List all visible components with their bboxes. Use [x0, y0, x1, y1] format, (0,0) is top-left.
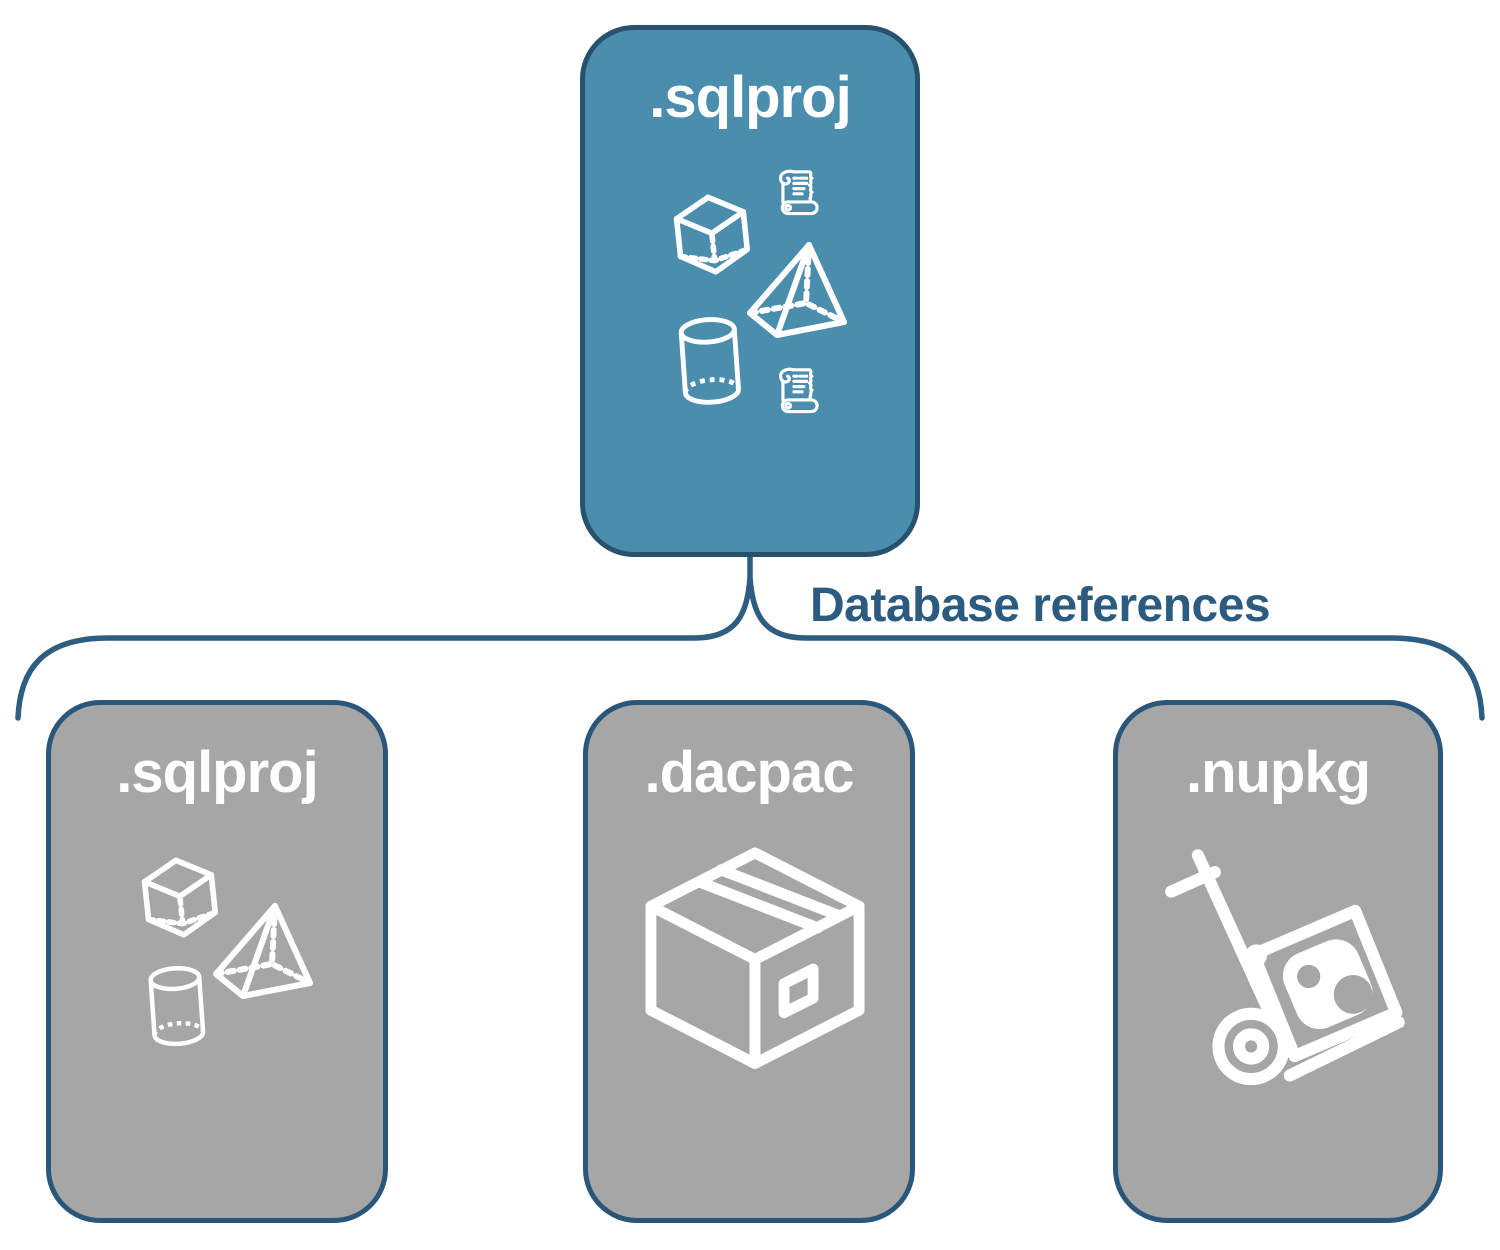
connector-label: Database references: [810, 579, 1271, 632]
cylinder-icon: [148, 966, 206, 1047]
child-box-nupkg: .nupkg: [1113, 700, 1443, 1223]
scroll-icon: [779, 367, 819, 414]
nuget-logo: [1245, 939, 1373, 1029]
cylinder-icon: [678, 317, 741, 405]
hand-truck-icon: [1165, 849, 1405, 1086]
scroll-icon: [779, 169, 819, 216]
child-box-title: .nupkg: [1185, 740, 1371, 805]
pyramid-icon: [747, 242, 847, 338]
root-box-sqlproj: .sqlproj: [580, 25, 920, 557]
root-box-title: .sqlproj: [649, 65, 851, 130]
child-box-sqlproj: .sqlproj: [46, 700, 388, 1223]
child-box-dacpac: .dacpac: [583, 700, 915, 1223]
child-box-title: .dacpac: [644, 740, 855, 805]
child-box-title: .sqlproj: [116, 740, 318, 805]
package-icon: [645, 847, 865, 1069]
pyramid-icon: [213, 903, 313, 999]
cube-icon: [141, 857, 219, 938]
cube-icon: [673, 194, 751, 275]
